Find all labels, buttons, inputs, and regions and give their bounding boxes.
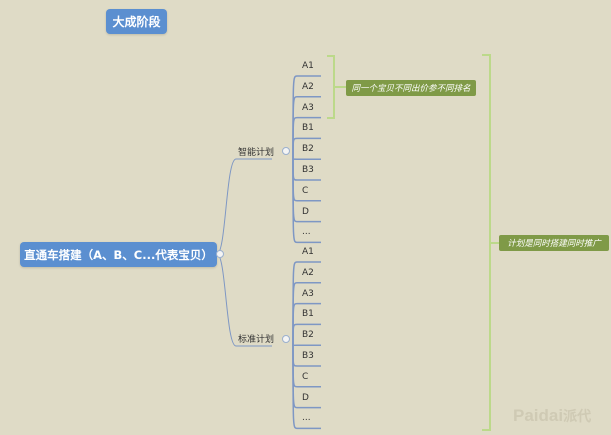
root-to-smart-plan-connector — [216, 158, 272, 255]
root-to-standard-plan-connector — [216, 253, 272, 347]
standard-plan-collapse-icon[interactable] — [282, 335, 290, 343]
plan-item: ... — [302, 413, 311, 424]
plan-item: C — [302, 185, 309, 196]
plan-item-connector — [292, 137, 321, 160]
leaf-connectors — [292, 75, 321, 430]
stage-title: 大成阶段 — [106, 9, 167, 34]
plans-bracket — [482, 54, 499, 431]
smart-plan-label: 智能计划 — [238, 148, 275, 158]
plan-item: A3 — [302, 102, 314, 113]
watermark-cn: 派代 — [563, 408, 592, 424]
paidai-watermark-logo: Paidai派代 — [513, 406, 591, 426]
watermark-latin: Paidai — [513, 406, 564, 425]
plan-item: A2 — [302, 267, 314, 278]
plan-item: A2 — [302, 81, 314, 92]
plan-item: D — [302, 392, 309, 403]
plan-item: A3 — [302, 288, 314, 299]
plan-item: D — [302, 206, 309, 217]
a-items-bracket — [327, 55, 346, 119]
plan-item: B1 — [302, 309, 314, 320]
plan-item: A1 — [302, 61, 314, 71]
standard-plan-label: 标准计划 — [238, 335, 275, 345]
plan-item: ... — [302, 227, 311, 238]
root-topic: 直通车搭建（A、B、C...代表宝贝） — [20, 242, 217, 267]
plan-item: C — [302, 371, 309, 382]
plan-item-connector — [292, 345, 321, 430]
plan-item: B3 — [302, 351, 314, 361]
plan-item-connector — [292, 158, 321, 244]
root-collapse-icon[interactable] — [216, 250, 224, 258]
plan-item: B1 — [302, 123, 314, 134]
plan-item-connector — [292, 344, 321, 347]
plan-item: B2 — [302, 330, 314, 341]
plan-item: A1 — [302, 247, 314, 257]
same-item-note: 同一个宝贝不同出价参不同排名 — [346, 80, 476, 96]
plan-item-connector — [292, 323, 321, 347]
plan-item: B2 — [302, 144, 314, 155]
plans-note: 计划是同时搭建同时推广 — [499, 235, 609, 251]
plan-item: B3 — [302, 165, 314, 175]
smart-plan-collapse-icon[interactable] — [282, 147, 290, 155]
